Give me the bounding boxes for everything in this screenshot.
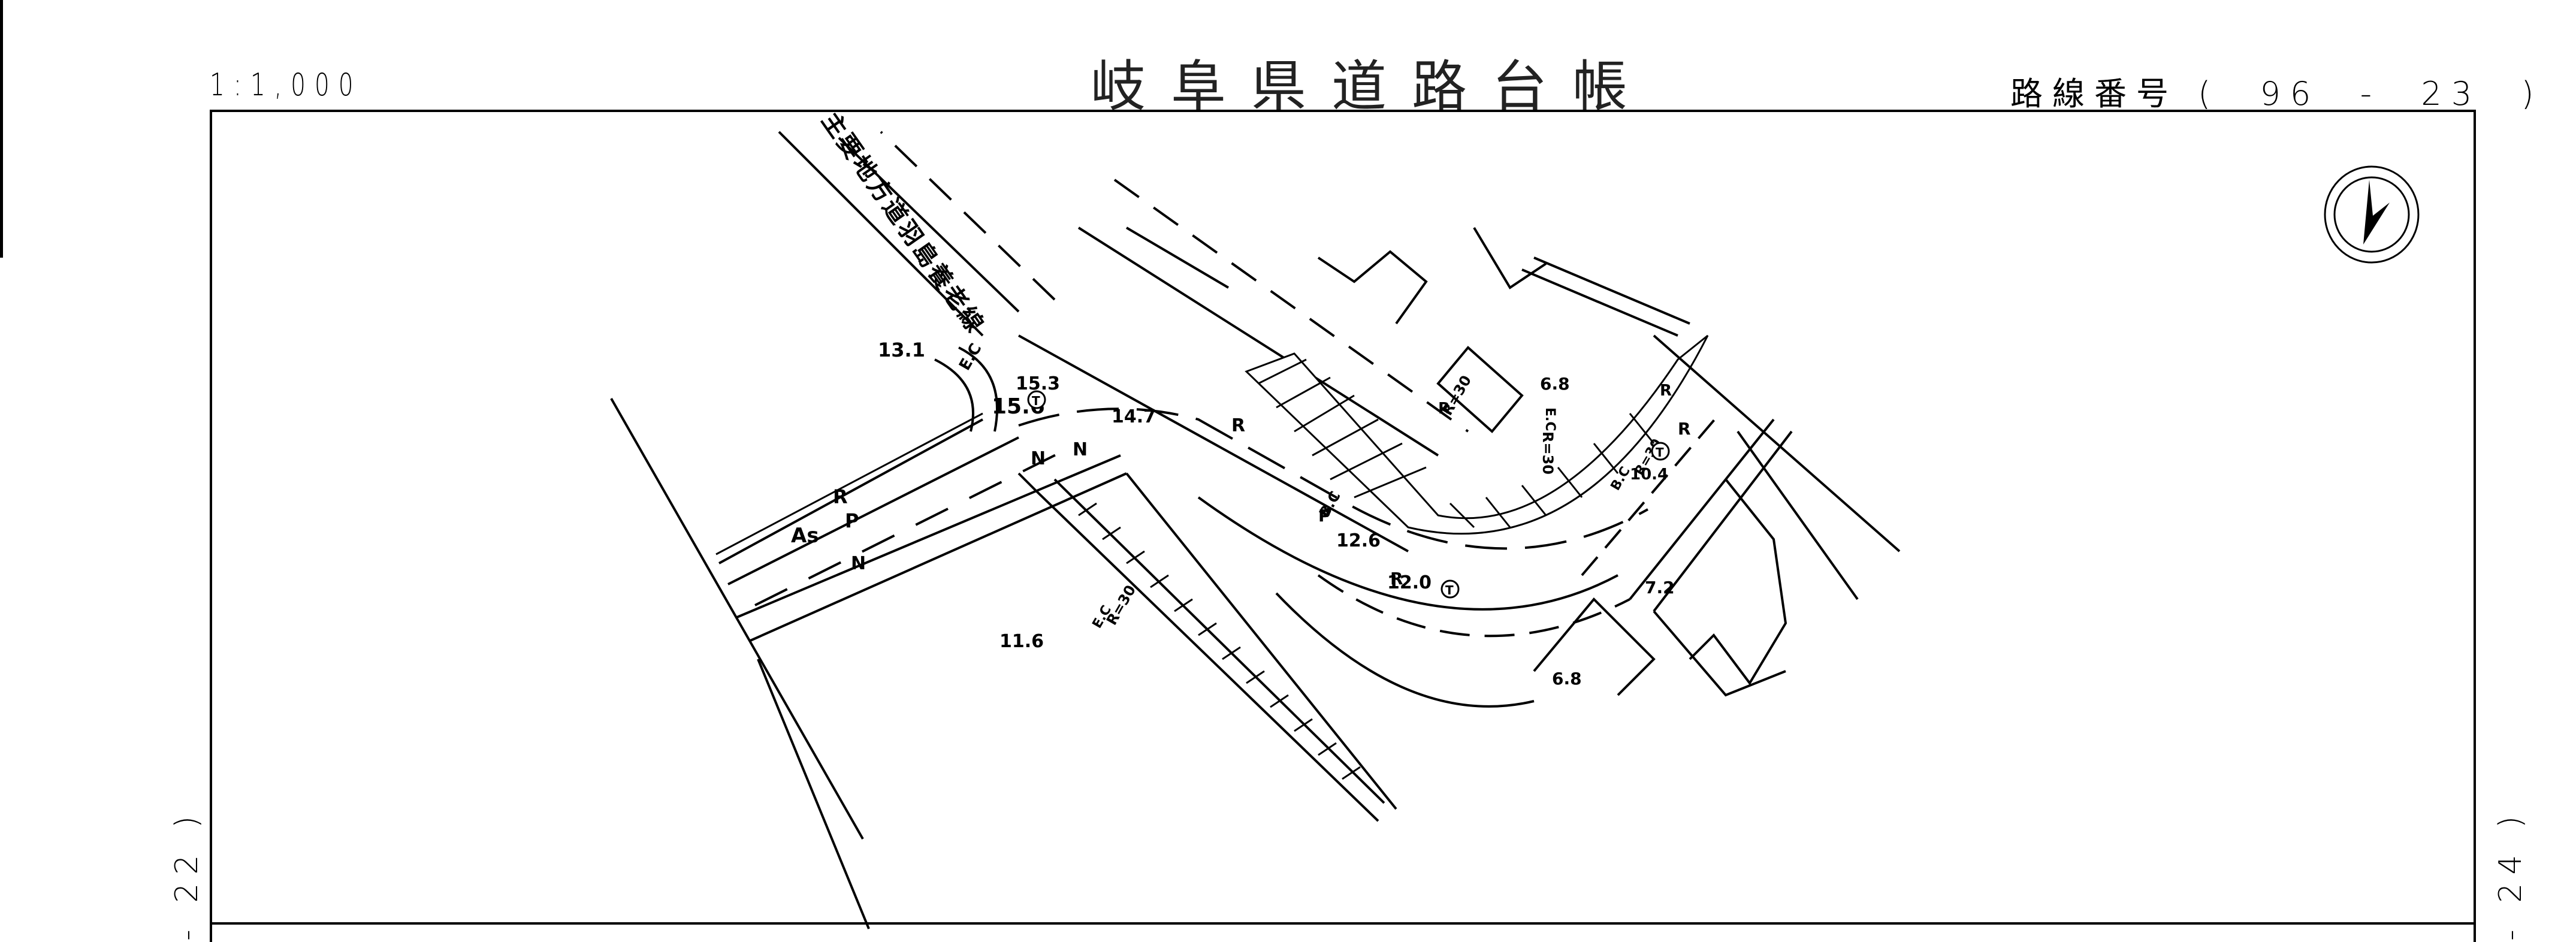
parcel-boundary — [1653, 334, 1901, 552]
pavement-label: P — [1318, 506, 1331, 526]
slope-ticks — [1078, 502, 1361, 780]
route-number: 路線番号 ( 96 - 23 ) — [2010, 75, 2544, 113]
elevation-label: 11.6 — [999, 631, 1044, 652]
road-edge — [748, 472, 1127, 642]
pavement-label: R — [1231, 415, 1245, 436]
survey-point-symbol: T — [1651, 442, 1670, 461]
building — [1653, 610, 1786, 697]
curve-label: E.C — [956, 340, 985, 373]
pavement-label: R — [833, 485, 848, 508]
building — [1436, 346, 1524, 433]
parcel-boundary — [757, 659, 870, 929]
survey-point-symbol: T — [1440, 579, 1460, 599]
building — [1317, 250, 1428, 325]
elevation-label: 12.6 — [1336, 530, 1381, 551]
building — [1473, 227, 1547, 289]
pavement-label: R — [1438, 400, 1450, 418]
curb-edge — [1053, 478, 1385, 804]
pavement-label: N — [1031, 448, 1046, 469]
svg-text:T: T — [1032, 394, 1040, 408]
curve-label: R=30 — [1103, 582, 1139, 628]
road-edge — [1017, 472, 1379, 822]
pavement-label: R — [1660, 382, 1672, 400]
road-centerline — [754, 442, 1079, 606]
road-edge — [1125, 227, 1230, 289]
elevation-label: 6.8 — [1540, 374, 1570, 394]
fence — [1521, 268, 1678, 337]
elevation-label: 13.1 — [878, 339, 925, 361]
road-edge — [1197, 496, 1618, 611]
pavement-label: N — [1073, 439, 1088, 460]
road-edge — [1653, 430, 1793, 612]
pavement-label: R — [1678, 419, 1691, 439]
map-scale: 1:1,000 — [210, 67, 363, 103]
elevation-label: 12.0 — [1387, 572, 1432, 593]
sidewalk-edge — [715, 412, 983, 555]
curve-label: R=30 — [1539, 431, 1556, 475]
elevation-label: 14.7 — [1112, 406, 1156, 427]
svg-text:T: T — [1656, 445, 1664, 460]
road-edge — [778, 131, 984, 337]
elevation-label: 7.2 — [1645, 578, 1675, 597]
road-edge — [1125, 472, 1397, 810]
road-edge — [838, 137, 1020, 313]
scan-edge-bar — [0, 0, 3, 258]
road-edge — [1113, 179, 1469, 433]
pavement-label: P — [845, 509, 859, 532]
north-arrow-icon — [2324, 165, 2420, 264]
road-edge — [1077, 227, 1439, 457]
hatched-area — [1245, 334, 1709, 535]
road-edge — [718, 418, 983, 564]
building — [1689, 478, 1787, 686]
parcel-boundary — [610, 398, 864, 840]
elevation-label: 6.8 — [1552, 669, 1582, 689]
road-edge — [727, 436, 1019, 585]
road-edge — [1275, 592, 1535, 708]
pavement-label: R — [1390, 569, 1403, 588]
curve-label: E.C — [1542, 407, 1557, 431]
road-curve — [934, 358, 974, 432]
road-centerline — [1018, 407, 1648, 550]
map-frame — [210, 110, 2476, 925]
building — [1533, 597, 1656, 696]
road-edge — [1018, 334, 1409, 552]
map-linework — [610, 131, 1901, 929]
elevation-label: 10.4 — [1630, 466, 1668, 484]
pavement-label: N — [851, 553, 866, 574]
road-edge — [880, 131, 1056, 301]
pavement-label: As — [791, 524, 819, 548]
parcel-boundary — [1737, 430, 1859, 600]
fence — [1533, 256, 1690, 325]
road-name-label: 主要地方道羽島養老線 — [816, 107, 990, 339]
road-edge — [1317, 574, 1630, 638]
road-curve — [958, 346, 998, 432]
page-title: 岐阜県道路台帳 — [1091, 55, 1653, 119]
survey-point-symbol: T — [1027, 390, 1046, 409]
svg-text:T: T — [1445, 583, 1454, 597]
